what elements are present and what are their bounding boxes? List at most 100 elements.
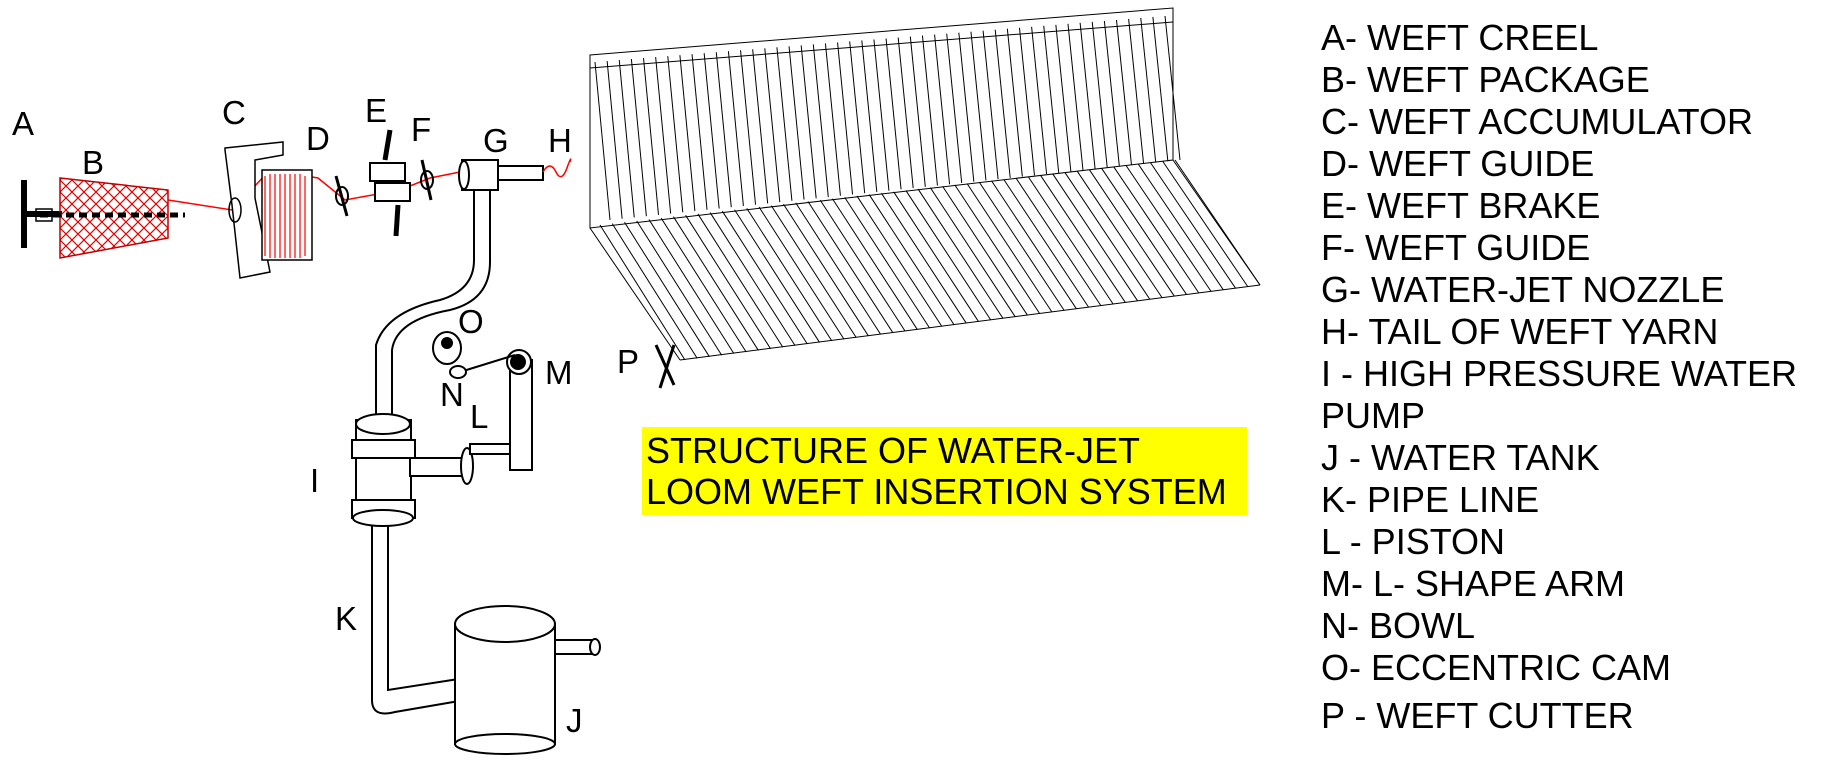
reed-dent <box>721 210 808 345</box>
legend-item: P - WEFT CUTTER <box>1321 695 1634 736</box>
reed-dent <box>1174 159 1261 286</box>
reed-dent <box>1006 28 1023 177</box>
reed-dent <box>1140 17 1157 163</box>
reed-dent <box>783 203 869 337</box>
legend-item: C- WEFT ACCUMULATOR <box>1321 101 1754 142</box>
reed-dent <box>832 198 918 330</box>
reed-dent <box>1076 170 1163 299</box>
reed-dent <box>824 43 841 196</box>
reed-dent <box>1040 174 1126 303</box>
label-g: G <box>483 122 509 159</box>
label-p: P <box>617 343 640 380</box>
reed-dent <box>630 59 647 217</box>
legend-item: N- BOWL <box>1321 605 1476 646</box>
reed-dent <box>970 31 987 181</box>
label-k: K <box>335 600 358 637</box>
reed-dent <box>942 186 1028 316</box>
reed-dent <box>1137 163 1224 291</box>
reed-dent <box>800 45 817 199</box>
label-i: I <box>310 462 320 499</box>
reed-dent <box>788 46 805 200</box>
reed-dent <box>752 49 769 204</box>
title-line-2: LOOM WEFT INSERTION SYSTEM <box>646 471 1227 512</box>
reed-dent <box>1031 26 1048 175</box>
legend-item: D- WEFT GUIDE <box>1321 143 1595 184</box>
reed-dent <box>994 29 1011 178</box>
reed-dent <box>893 191 980 322</box>
reed-dent <box>1003 179 1090 308</box>
reed-dent <box>958 32 975 182</box>
legend-item: B- WEFT PACKAGE <box>1321 59 1650 100</box>
reed-dent <box>1018 27 1035 176</box>
reed-dent <box>1113 166 1200 294</box>
weft-guide-f <box>420 159 434 201</box>
reed-dent <box>1103 20 1120 167</box>
legend-item: M- L- SHAPE ARM <box>1321 563 1626 604</box>
reed-dent <box>660 217 747 353</box>
reed-dent <box>648 219 735 354</box>
reed-dent <box>624 221 710 358</box>
reed-dent <box>954 184 1041 314</box>
legend-item: PUMP <box>1321 395 1426 436</box>
reed-dent <box>667 56 684 213</box>
weft-brake <box>369 129 411 237</box>
legend-item: H- TAIL OF WEFT YARN <box>1321 311 1719 352</box>
label-a: A <box>12 105 35 142</box>
reed-dent <box>934 34 951 185</box>
reed-dent <box>1064 172 1151 300</box>
label-l: L <box>470 398 489 435</box>
reed-dent <box>849 41 866 194</box>
reed-dent <box>1027 176 1114 305</box>
label-e: E <box>365 92 388 129</box>
reed-dent <box>885 38 902 190</box>
reed-dent <box>703 53 720 209</box>
reed-dent <box>1125 165 1212 292</box>
label-o: O <box>458 303 484 340</box>
legend-item: G- WATER-JET NOZZLE <box>1321 269 1725 310</box>
reed-dent <box>978 181 1065 311</box>
reed-dent <box>606 60 623 219</box>
weft-package <box>35 177 185 259</box>
reed-dent <box>764 48 781 203</box>
reed-dent <box>643 58 660 215</box>
reed-dent <box>776 47 793 201</box>
reed-dent <box>1067 23 1084 171</box>
reed-dent <box>655 57 672 214</box>
reed-dent <box>740 50 757 205</box>
reed-dent <box>1162 161 1249 287</box>
reed-dent <box>691 54 708 210</box>
reed-dent <box>1164 15 1181 161</box>
reed-dent <box>734 209 820 343</box>
reed-dent <box>727 51 744 207</box>
reed-dent <box>812 44 829 198</box>
reed-dent <box>861 40 878 192</box>
reed-dent <box>880 192 967 324</box>
reed-dent <box>697 213 784 348</box>
reed-dent <box>982 30 999 180</box>
reed-dent <box>1055 24 1072 172</box>
reed-dent <box>636 220 723 356</box>
reed-dent <box>1091 21 1108 168</box>
reed-dent <box>844 197 931 329</box>
reed-dent <box>897 37 914 189</box>
reed-dent <box>709 212 796 346</box>
cam-mechanism <box>432 331 533 471</box>
water-tank <box>454 605 601 755</box>
reed-dent <box>819 199 906 332</box>
reed-dent <box>929 187 1016 318</box>
reed-dent <box>1043 25 1060 173</box>
reed-dent <box>599 224 686 361</box>
reed-dent <box>1101 168 1188 295</box>
reed-dent <box>807 201 894 334</box>
legend-item: O- ECCENTRIC CAM <box>1321 647 1671 688</box>
reed-dent <box>837 42 854 195</box>
reed-dent <box>1052 173 1139 302</box>
reed-dent <box>909 36 926 187</box>
reed-dent <box>921 35 938 186</box>
reed-dent <box>873 39 890 191</box>
legend-item: E- WEFT BRAKE <box>1321 185 1601 226</box>
legend-item: L - PISTON <box>1321 521 1506 562</box>
label-c: C <box>222 94 246 131</box>
legend-item: A- WEFT CREEL <box>1321 17 1599 58</box>
